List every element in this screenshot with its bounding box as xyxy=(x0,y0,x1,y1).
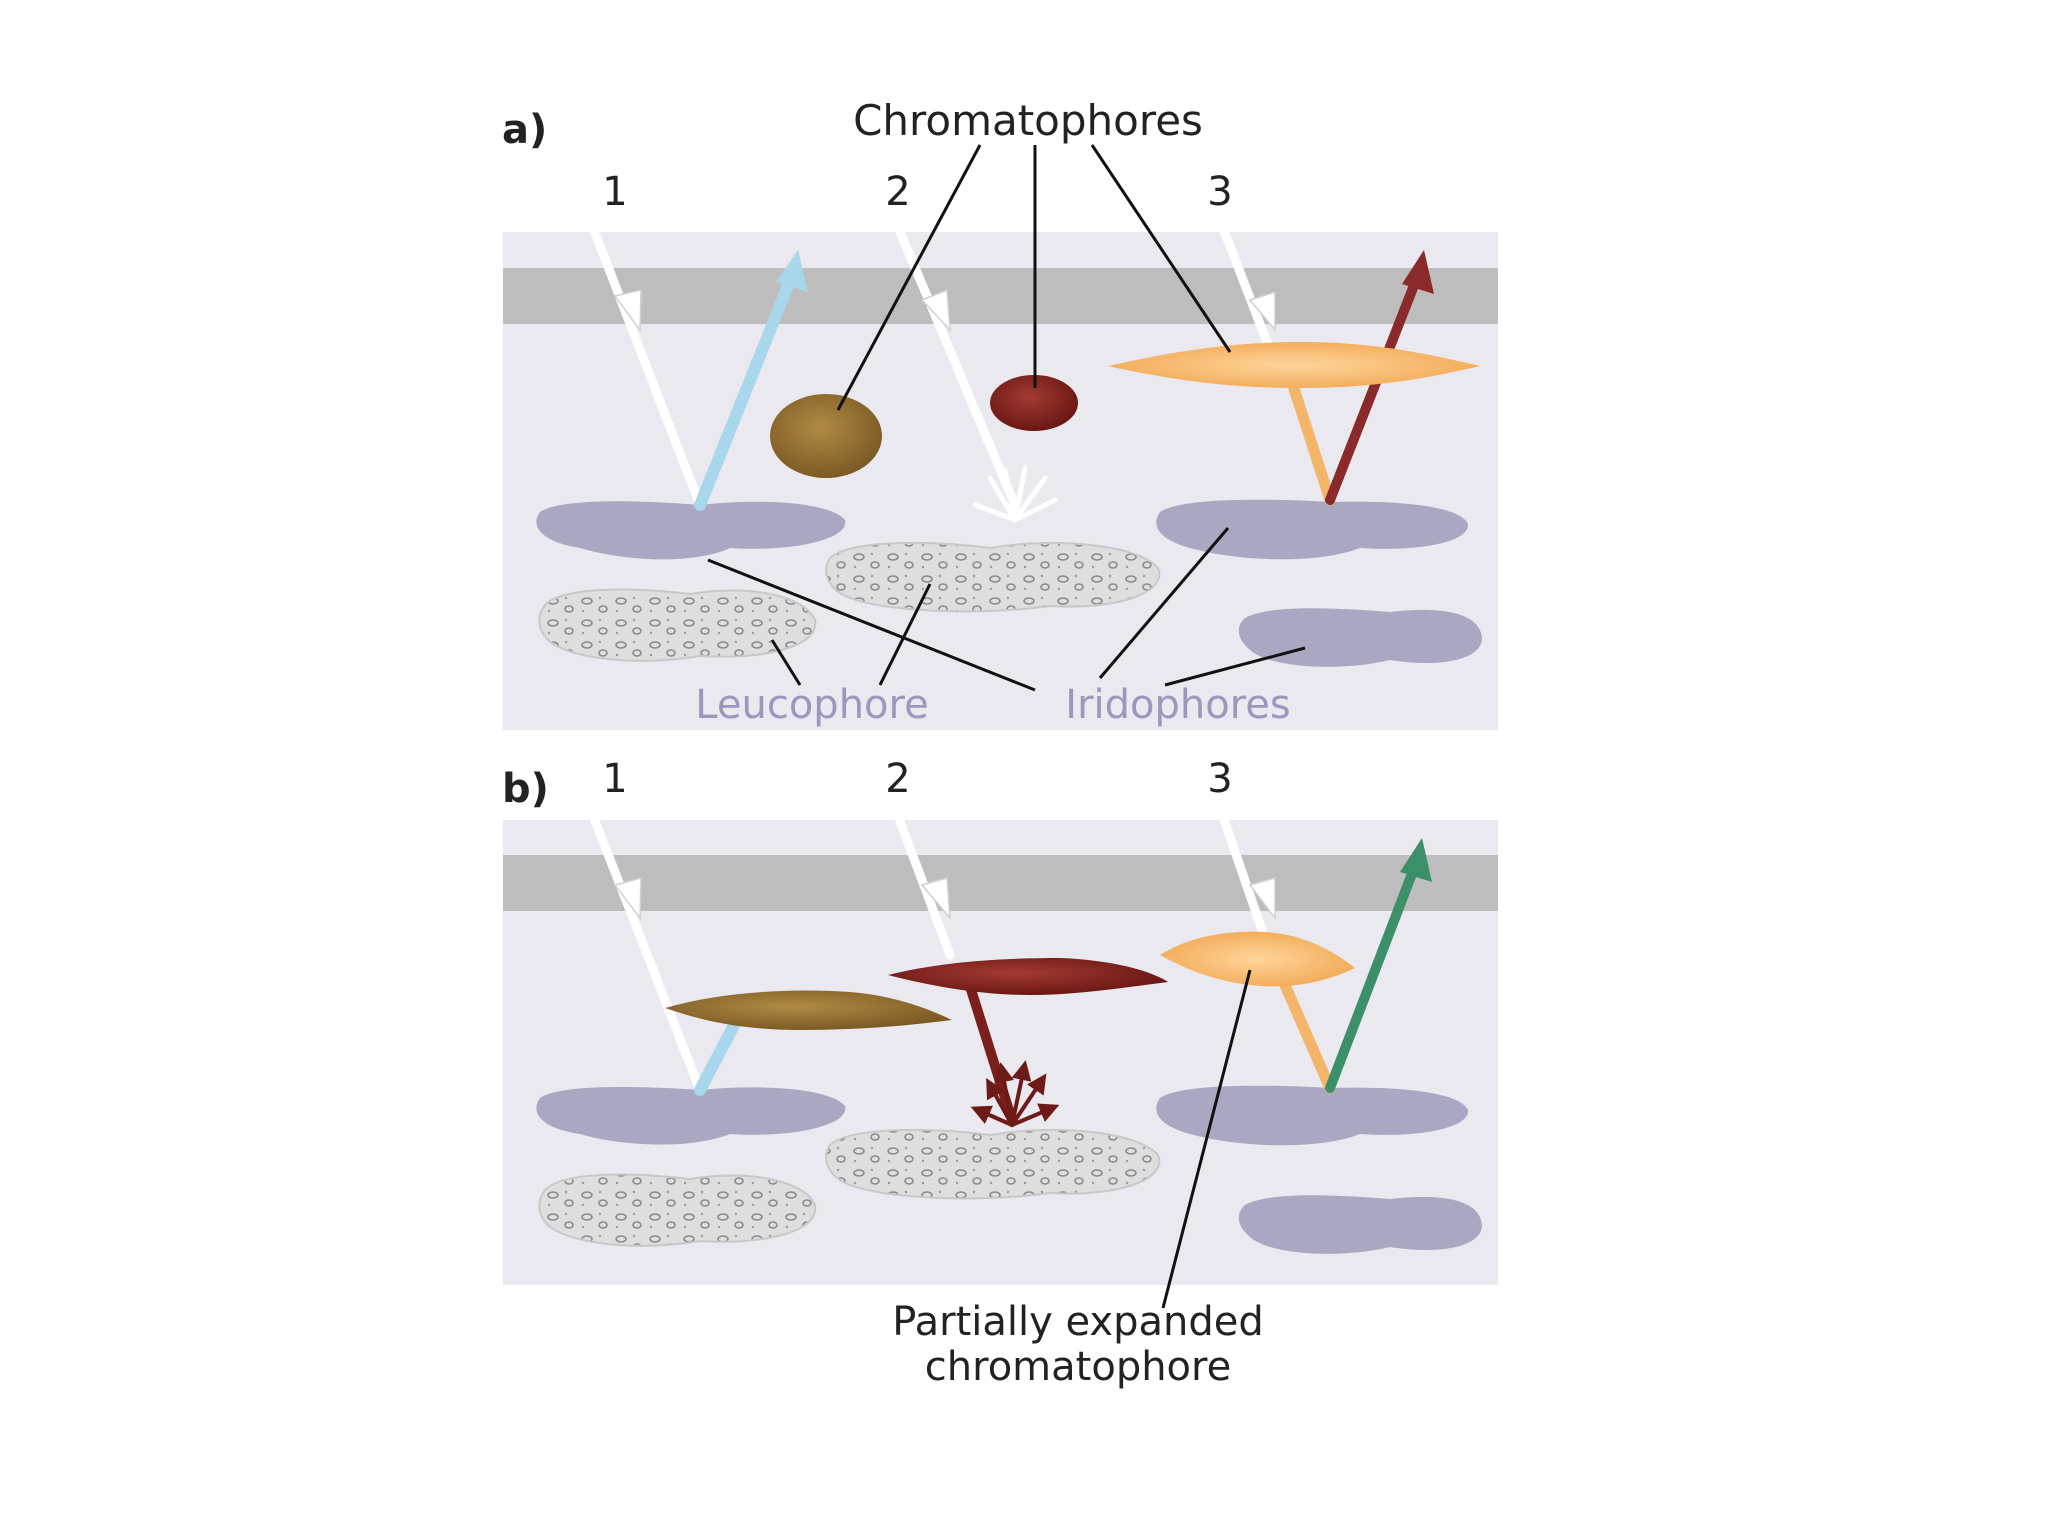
caption-line-2: chromatophore xyxy=(925,1344,1231,1390)
incident-light-arrowhead-1 xyxy=(613,289,642,333)
red-chromatophore-expanded xyxy=(888,958,1168,995)
chromatophores-leader-lines xyxy=(836,144,1232,411)
skin-surface-band xyxy=(503,855,1498,911)
scattered-white-light xyxy=(972,465,1058,523)
incident-light-ray-2 xyxy=(890,803,955,960)
orange-light-through-chromatophore xyxy=(1279,979,1336,1094)
reflected-green-arrowhead xyxy=(1400,838,1432,882)
red-chromatophore-contracted xyxy=(990,375,1078,431)
reflected-red-arrowhead xyxy=(1402,250,1434,294)
reflected-red-light-ray xyxy=(1325,265,1425,505)
brown-chromatophore-contracted xyxy=(770,394,882,478)
panel-a: a) Chromatophores 1 2 3 xyxy=(502,96,1498,730)
red-light-through-chromatophore xyxy=(963,975,1017,1125)
panel-a-light-number-2: 2 xyxy=(885,169,910,215)
panel-b-letter: b) xyxy=(502,766,549,812)
incident-light-ray-1 xyxy=(585,803,705,1095)
incident-light-arrowhead-1 xyxy=(613,877,642,921)
panel-b-light-number-3: 3 xyxy=(1207,756,1232,802)
iridophores-label: Iridophores xyxy=(1065,682,1290,728)
iridophore xyxy=(1238,1195,1482,1254)
panel-a-letter: a) xyxy=(502,107,547,153)
reflected-blue-light-ray xyxy=(694,262,801,511)
orange-chromatophore-partially-expanded xyxy=(1160,931,1355,987)
brown-chromatophore-expanded xyxy=(665,990,952,1030)
leucophore xyxy=(538,1173,817,1247)
panel-a-light-number-1: 1 xyxy=(602,169,627,215)
iridophore xyxy=(536,501,846,560)
caption-line-1: Partially expanded xyxy=(892,1299,1263,1345)
iridophore xyxy=(1238,608,1482,667)
leucophore-label: Leucophore xyxy=(695,682,928,728)
leucophore xyxy=(825,541,1161,613)
iridophore xyxy=(1156,1085,1469,1146)
leucophore-leader-lines xyxy=(770,583,932,686)
panel-b: b) 1 2 3 xyxy=(502,756,1498,1390)
incident-light-ray-1 xyxy=(585,215,705,510)
incident-light-arrowhead-2 xyxy=(920,877,951,921)
iridophores-leader-lines xyxy=(707,527,1306,692)
leucophore xyxy=(825,1128,1161,1200)
iridophore xyxy=(536,1087,846,1145)
orange-light-through-chromatophore xyxy=(1282,364,1336,506)
scattered-red-light xyxy=(970,1060,1060,1127)
incident-light-arrowhead-2 xyxy=(920,288,951,333)
panel-a-light-number-3: 3 xyxy=(1207,169,1232,215)
orange-chromatophore-expanded xyxy=(1108,342,1480,388)
panel-b-light-number-2: 2 xyxy=(885,756,910,802)
skin-surface-band xyxy=(503,268,1498,324)
incident-light-arrowhead-3 xyxy=(1248,877,1276,921)
panel-b-light-number-1: 1 xyxy=(602,756,627,802)
iridophore xyxy=(1156,499,1469,560)
reflected-blue-arrowhead xyxy=(776,250,808,292)
partially-expanded-leader-line xyxy=(1161,969,1252,1309)
reflected-green-light-ray xyxy=(1325,853,1423,1093)
leucophore xyxy=(538,588,817,662)
incident-light-arrowhead-3 xyxy=(1248,290,1276,333)
incident-light-ray-3 xyxy=(1215,215,1275,355)
chromatophores-title: Chromatophores xyxy=(853,96,1203,145)
incident-light-ray-3 xyxy=(1215,803,1267,935)
